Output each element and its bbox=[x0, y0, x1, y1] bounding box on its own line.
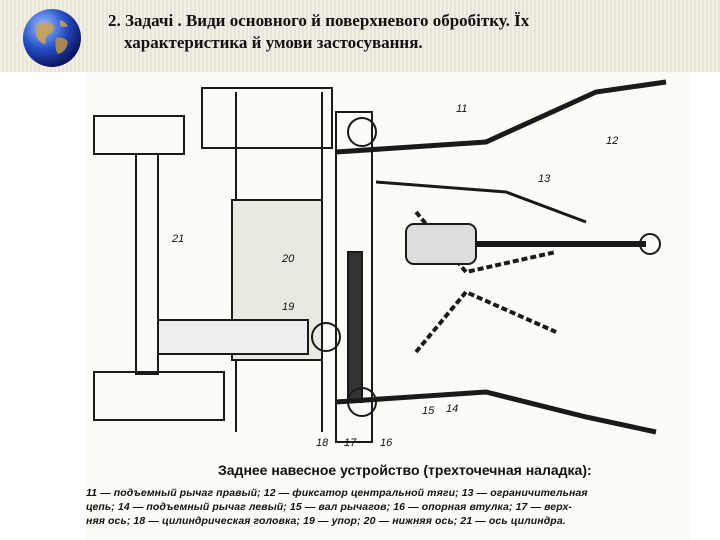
hydraulic-cylinder bbox=[157, 319, 309, 355]
callout-21: 21 bbox=[171, 233, 184, 245]
cylinder-head bbox=[311, 322, 341, 352]
callout-19: 19 bbox=[282, 301, 294, 313]
slide-header bbox=[0, 0, 720, 72]
slide-title: 2. Задачі . Види основного й поверхневог… bbox=[108, 10, 708, 54]
top-pin bbox=[347, 117, 377, 147]
callout-15: 15 bbox=[422, 405, 435, 417]
callout-12: 12 bbox=[606, 135, 618, 147]
legend-line-2: цепь; 14 — подъемный рычаг левый; 15 — в… bbox=[86, 501, 573, 513]
hitch-drawing: 11 12 13 21 20 19 14 15 16 17 18 bbox=[86, 72, 690, 540]
bottom-pin bbox=[347, 387, 377, 417]
upper-link bbox=[375, 180, 587, 224]
legend-line-3: няя ось; 18 — цилиндрическая головка; 19… bbox=[86, 515, 566, 527]
globe-icon bbox=[23, 9, 81, 67]
callout-20: 20 bbox=[281, 253, 295, 265]
figure-caption: Заднее навесное устройство (трехточечная… bbox=[218, 462, 592, 478]
callout-17: 17 bbox=[344, 437, 357, 449]
limit-chain-upper bbox=[414, 210, 557, 275]
callout-16: 16 bbox=[380, 437, 393, 449]
limit-chain-lower bbox=[414, 289, 557, 354]
center-ball-joint bbox=[639, 233, 661, 255]
bottom-left-bracket bbox=[93, 371, 225, 421]
slide-title-line-1: 2. Задачі . Види основного й поверхневог… bbox=[108, 11, 530, 30]
callout-14: 14 bbox=[446, 403, 458, 415]
top-housing bbox=[201, 87, 333, 149]
slide-title-line-2: характеристика й умови застосування. bbox=[124, 33, 423, 52]
upper-lift-lever bbox=[335, 79, 667, 155]
callout-11: 11 bbox=[456, 103, 467, 115]
hitch-diagram: 11 12 13 21 20 19 14 15 16 17 18 bbox=[93, 79, 667, 449]
lower-axle bbox=[347, 251, 363, 403]
lower-lift-lever bbox=[335, 389, 657, 435]
callout-13: 13 bbox=[538, 173, 551, 185]
figure-legend: 11 — подъемный рычаг правый; 12 — фиксат… bbox=[86, 486, 686, 528]
center-spring bbox=[405, 223, 477, 265]
callout-18: 18 bbox=[316, 437, 329, 449]
cylinder-axis bbox=[135, 153, 159, 375]
legend-line-1: 11 — подъемный рычаг правый; 12 — фиксат… bbox=[86, 487, 588, 499]
top-left-bracket bbox=[93, 115, 185, 155]
lever-shaft bbox=[335, 111, 373, 443]
